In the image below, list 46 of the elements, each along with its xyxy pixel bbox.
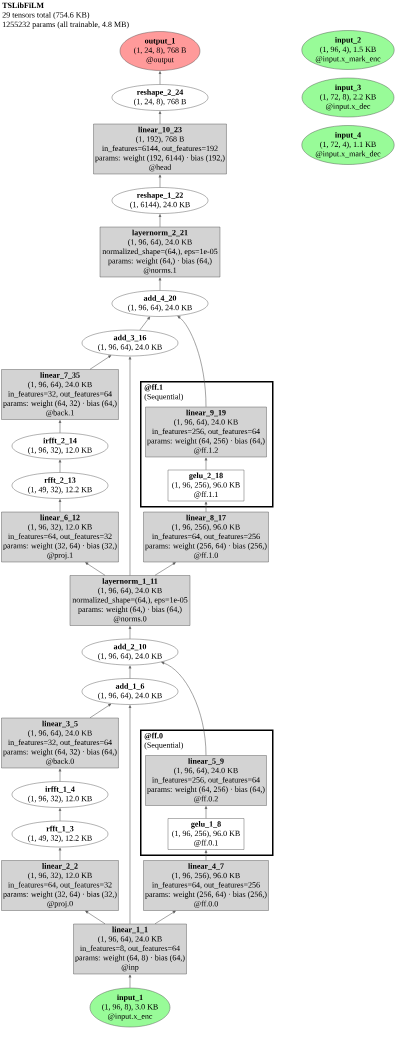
arrow: [58, 420, 62, 434]
arrow: [204, 806, 208, 819]
summary-text: 29 tensors total (754.6 KB): [2, 11, 90, 20]
arrow: [204, 850, 208, 861]
arrow: [85, 562, 106, 576]
layer-box: linear_6_12 (1, 96, 32), 12.0 KB in_features=64, out_features=32 params: weight (32, 64) · bias (32,) @proj.1: [1, 511, 119, 563]
arrow: [128, 974, 132, 989]
layer-box: layernorm_2_21 (1, 96, 64), 24.0 KB normalized_shape=(64,), eps=1e-05 params: weight (64,) · bias (64,) @norms.1: [99, 226, 221, 278]
layer-box: linear_4_7 (1, 96, 256), 96.0 KB in_features=64, out_features=256 params: weight (256, 64) · bias (256,) @ff.0.0: [143, 860, 269, 911]
layer-box: linear_8_17 (1, 96, 256), 96.0 KB in_features=64, out_features=256 params: weight (256, 64) · bias (256,) @ff.1.0: [143, 511, 269, 563]
layer-box: gelu_2_18 (1, 96, 256), 96.0 KB @ff.1.1: [167, 469, 245, 502]
arrow: [58, 847, 62, 861]
layer-box: linear_9_19 (1, 96, 64), 24.0 KB in_features=256, out_features=64 params: weight (64, 256) · bias (64,) @ff.1.2: [145, 406, 267, 458]
arrow: [204, 457, 208, 471]
arrow: [89, 355, 112, 370]
arrow: [58, 808, 62, 822]
layer-box: linear_1_1 (1, 96, 64), 24.0 KB in_features=8, out_features=64 params: weight (64, 8) · bias (64,) @inp: [73, 923, 187, 975]
layer-box: gelu_1_8 (1, 96, 256), 96.0 KB @ff.0.1: [167, 818, 245, 850]
arrow: [128, 356, 132, 576]
layer-box: linear_2_2 (1, 96, 32), 12.0 KB in_features=64, out_features=32 params: weight (32, 64) · bias (32,) @proj.0: [1, 860, 119, 911]
arrow: [154, 562, 176, 576]
diagram-title: TSLibFiLM: [2, 2, 44, 9]
layer-box: linear_10_23 (1, 192), 768 B in_features=6144, out_features=192 params: weight (192, 6144) · bias (192,) @head: [93, 123, 227, 175]
summary-text: 1255232 params (all trainable, 4.8 MB): [2, 21, 129, 29]
arrow: [139, 316, 151, 331]
arrow: [128, 705, 132, 925]
arrow: [154, 910, 176, 925]
arrow: [177, 316, 207, 408]
arrow: [158, 174, 162, 188]
layer-box: linear_7_35 (1, 96, 64), 24.0 KB in_features=32, out_features=64 params: weight (64, 32) · bias (64,) @back.1: [1, 369, 119, 420]
arrow: [158, 111, 162, 125]
arrow: [58, 499, 62, 513]
arrow: [204, 501, 208, 513]
layer-box: linear_3_5 (1, 96, 64), 24.0 KB in_features=32, out_features=64 params: weight (64, 32) · bias (64,) @back.0: [1, 717, 119, 769]
arrow: [89, 703, 112, 719]
arrow: [158, 277, 162, 291]
arrow: [85, 910, 106, 925]
arrow: [58, 768, 62, 782]
layer-box: layernorm_1_11 (1, 96, 64), 24.0 KB normalized_shape=(64,), eps=1e-05 params: weight (64,) · bias (64,) @norms.0: [69, 575, 191, 626]
arrow: [128, 665, 132, 679]
arrow: [158, 71, 162, 85]
arrow: [161, 661, 207, 756]
layer-box: linear_5_9 (1, 96, 64), 24.0 KB in_features=256, out_features=64 params: weight (64, 256) · bias (64,) @ff.0.2: [145, 755, 267, 806]
arrow: [158, 214, 162, 228]
arrow: [128, 626, 132, 640]
arrow: [58, 459, 62, 473]
